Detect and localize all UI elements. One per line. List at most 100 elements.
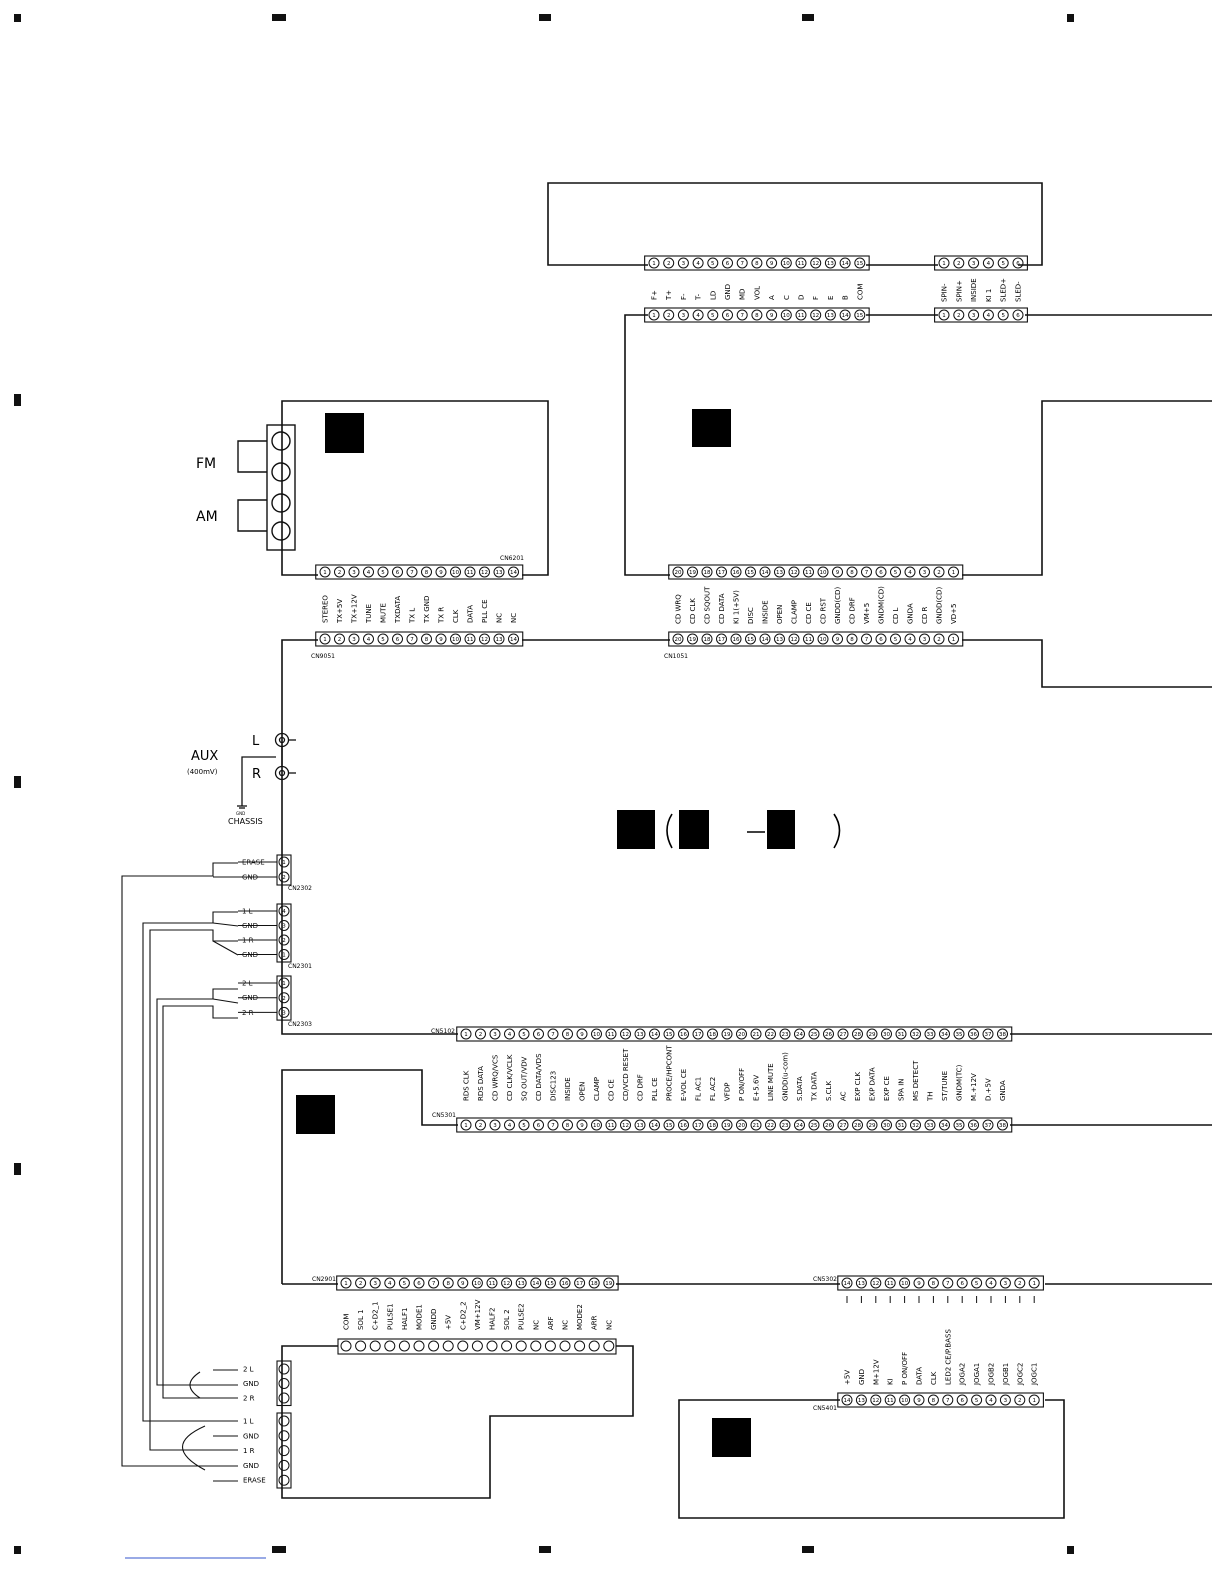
pin-number: 16 (733, 570, 740, 576)
pin-label: TX GND (423, 596, 431, 624)
pin-label: M+12V (872, 1359, 880, 1385)
pin-number: 17 (718, 570, 725, 576)
cn5401-label: CN5401 (813, 1405, 837, 1412)
pin-number: 24 (796, 1032, 803, 1038)
pin-number: 14 (651, 1032, 658, 1038)
pin-label: CD WRQ (675, 594, 683, 624)
pin-number: 2 (282, 875, 286, 881)
pin-label: PROCE/HPCONT (666, 1045, 674, 1101)
pin-label: CLK (452, 609, 460, 623)
pin-label: GNDM(TC) (956, 1064, 964, 1101)
pin-number: 12 (812, 313, 819, 319)
pin-number: 31 (898, 1123, 905, 1129)
pin-number: 3 (923, 637, 927, 643)
pin-label: CD L (892, 607, 900, 624)
pin-label: EXP CE (883, 1076, 891, 1101)
pin-label: DISC (747, 607, 755, 624)
pin-label: E-VOL CE (680, 1069, 688, 1101)
pin-number: 34 (941, 1032, 948, 1038)
pin-number: 2 (1018, 1281, 1022, 1287)
masked-blocks (296, 409, 795, 1457)
pin-label: ARR (591, 1315, 599, 1330)
pin-number: 3 (972, 313, 976, 319)
wire-label: GND (243, 1380, 259, 1388)
pin-label: CD DRF (637, 1074, 645, 1101)
pin-number: 5 (975, 1398, 979, 1404)
pin-number: 1 (344, 1281, 348, 1287)
pin-number: 25 (811, 1032, 818, 1038)
pin-number: 11 (467, 570, 474, 576)
pin-number: 6 (1016, 261, 1020, 267)
pin-number: 10 (474, 1281, 481, 1287)
pin-label: E+5.6V (753, 1075, 761, 1101)
pin-number: 20 (675, 570, 682, 576)
pin-number: 38 (999, 1032, 1006, 1038)
pin-label: OPEN (776, 605, 784, 624)
pin-label: VFDP (724, 1083, 732, 1101)
pin-label: TX R (438, 607, 446, 624)
pin-label: TH (927, 1091, 935, 1102)
pin-number: 10 (820, 570, 827, 576)
pin-label: EXP DATA (869, 1067, 877, 1101)
pin-label: C+D2_1 (372, 1301, 380, 1330)
pin-number: 8 (566, 1032, 570, 1038)
pin-number: 5 (894, 570, 898, 576)
pin-number: 17 (695, 1032, 702, 1038)
pin-label: PLL CE (481, 599, 489, 623)
pin-number: 15 (856, 313, 863, 319)
pin-number: 2 (359, 1281, 363, 1287)
pin-number: 7 (946, 1281, 950, 1287)
pin-label: KI 1 (985, 289, 993, 302)
pin-number: 11 (805, 570, 812, 576)
pin-number: 10 (593, 1123, 600, 1129)
wire-label: ERASE (243, 1477, 266, 1485)
pin-number: 9 (580, 1032, 584, 1038)
pin-number: 1 (942, 261, 946, 267)
cn2901-label: CN2901 (312, 1276, 336, 1283)
panel-board-outline (678, 1399, 1065, 1519)
pin-label: GNDD (430, 1309, 438, 1330)
pin-label: FL AC1 (695, 1077, 703, 1101)
pin-label: RDS DATA (477, 1066, 485, 1101)
pin-label: NC (562, 1320, 570, 1330)
wire-label: GND (242, 951, 258, 959)
pin-label: +5V (445, 1315, 453, 1330)
fm-label: FM (196, 456, 216, 472)
pin-label: NC (605, 1320, 613, 1330)
pin-label: NC (496, 613, 504, 623)
pin-number: 4 (696, 313, 700, 319)
pin-label: SLED- (1015, 281, 1023, 302)
pin-number: 5 (522, 1032, 526, 1038)
pin-label: S.CLK (825, 1081, 833, 1101)
pin-number: 13 (776, 570, 783, 576)
pin-number: 10 (901, 1398, 908, 1404)
main-board-outline (281, 1069, 458, 1284)
wire-label: 2 L (242, 980, 253, 988)
wire-label: GND (242, 874, 258, 882)
pin-label: TX DATA (811, 1071, 819, 1102)
pin-number: 7 (740, 261, 744, 267)
center-title-symbols (666, 813, 841, 849)
pin-number: 14 (510, 570, 517, 576)
aux-right-label: R (252, 767, 261, 782)
pin-number: 13 (637, 1123, 644, 1129)
pin-number: 6 (1016, 313, 1020, 319)
pin-label: A (768, 295, 776, 300)
pin-number: 32 (912, 1032, 919, 1038)
pin-number: 27 (840, 1123, 847, 1129)
pin-label: PULSE1 (386, 1303, 394, 1330)
pin-number: 4 (989, 1281, 993, 1287)
pin-number: 5 (894, 637, 898, 643)
pin-number: 19 (689, 637, 696, 643)
pin-number: 3 (352, 570, 356, 576)
pin-label: GNDD(CD) (834, 587, 842, 624)
pin-number: 11 (608, 1032, 615, 1038)
pin-number: 2 (667, 313, 671, 319)
pin-label: INSIDE (970, 278, 978, 302)
